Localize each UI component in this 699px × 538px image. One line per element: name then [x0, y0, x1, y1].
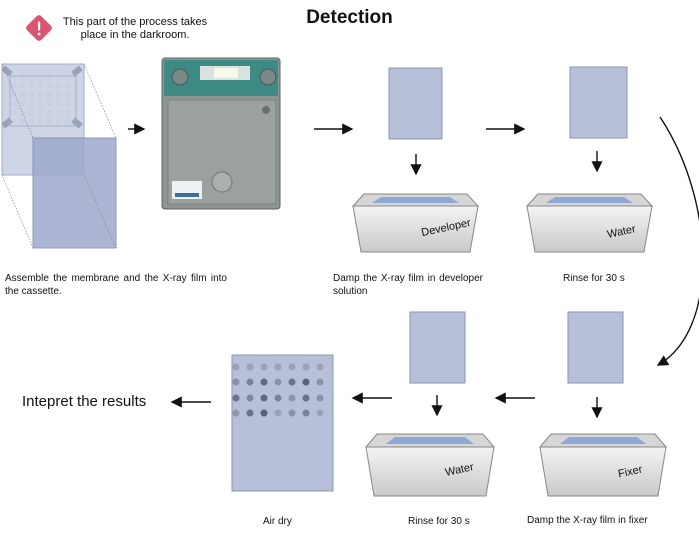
caption-interpret: Intepret the results: [22, 393, 147, 410]
film-top-1: [388, 67, 443, 140]
tray-fixer: [538, 433, 668, 497]
caption-fixer: Damp the X-ray film in fixer: [527, 515, 648, 526]
film-bottom-1: [409, 311, 466, 384]
membrane-film-assembly: [1, 63, 117, 249]
caption-developer: Damp the X-ray film in developer solutio…: [333, 273, 483, 297]
film-bottom-2: [567, 311, 624, 384]
caption-assemble: Assemble the membrane and the X-ray film…: [5, 273, 227, 297]
tray-water-2: [364, 433, 496, 497]
caption-rinse-2: Rinse for 30 s: [408, 516, 470, 527]
warning-icon: [26, 15, 52, 41]
caption-airdry: Air dry: [263, 516, 292, 527]
xray-cassette: [161, 57, 281, 210]
diagram-title: Detection: [306, 7, 393, 28]
developed-film: [231, 354, 334, 492]
film-top-2: [569, 66, 628, 139]
caption-rinse-1: Rinse for 30 s: [563, 273, 625, 284]
tray-developer: [351, 193, 480, 253]
tray-water-1: [525, 193, 654, 253]
darkroom-note: This part of the process takes place in …: [62, 16, 208, 41]
